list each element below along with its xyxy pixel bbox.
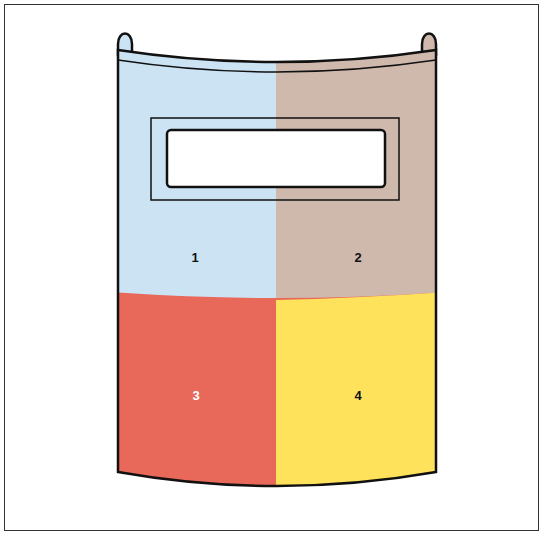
callout-number: 1 [191,251,198,264]
window-frame [151,118,399,200]
shield-outline [118,50,436,486]
callout-number: 2 [354,251,361,264]
callout-number: 3 [192,389,199,402]
frame [5,5,539,531]
shield-quadrants [110,30,446,510]
viewing-window [167,130,385,187]
callout-number: 4 [354,389,361,402]
